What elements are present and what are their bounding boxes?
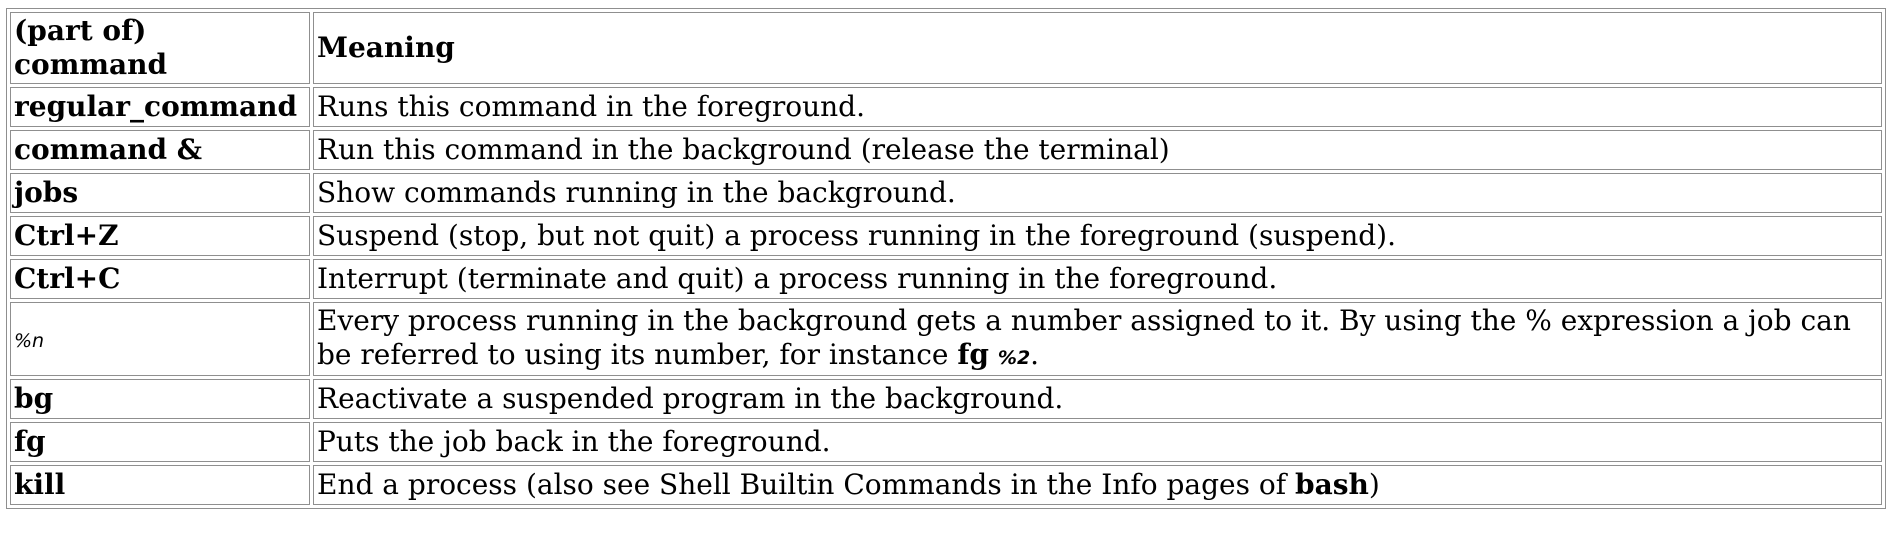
table-row: %n Every process running in the backgrou… (10, 302, 1882, 376)
meaning-cell: Puts the job back in the foreground. (313, 422, 1882, 462)
job-control-table-container: (part of) command Meaning regular_comman… (6, 8, 1886, 528)
table-header-row: (part of) command Meaning (10, 12, 1882, 84)
meaning-command-bold: bash (1294, 468, 1369, 501)
command-cell: kill (10, 465, 310, 505)
meaning-text: Every process running in the background … (317, 303, 1851, 371)
meaning-text-end: ) (1368, 468, 1380, 501)
command-cell: bg (10, 379, 310, 419)
table-row: regular_command Runs this command in the… (10, 87, 1882, 127)
meaning-job-reference: %2 (997, 346, 1031, 369)
meaning-cell: Runs this command in the foreground. (313, 87, 1882, 127)
command-cell: Ctrl+Z (10, 216, 310, 256)
meaning-text-end: . (1030, 337, 1040, 371)
meaning-cell: Every process running in the background … (313, 302, 1882, 376)
table-row: fg Puts the job back in the foreground. (10, 422, 1882, 462)
header-command: (part of) command (10, 12, 310, 84)
meaning-cell: End a process (also see Shell Builtin Co… (313, 465, 1882, 505)
command-cell: %n (10, 302, 310, 376)
table-row: bg Reactivate a suspended program in the… (10, 379, 1882, 419)
meaning-text: End a process (also see Shell Builtin Co… (317, 468, 1295, 501)
meaning-command-bold: fg (957, 337, 989, 371)
job-control-table: (part of) command Meaning regular_comman… (6, 8, 1886, 509)
command-cell: fg (10, 422, 310, 462)
meaning-cell: Interrupt (terminate and quit) a process… (313, 259, 1882, 299)
meaning-cell: Reactivate a suspended program in the ba… (313, 379, 1882, 419)
command-cell: Ctrl+C (10, 259, 310, 299)
table-row: kill End a process (also see Shell Built… (10, 465, 1882, 505)
table-row: command & Run this command in the backgr… (10, 130, 1882, 170)
meaning-cell: Suspend (stop, but not quit) a process r… (313, 216, 1882, 256)
meaning-cell: Show commands running in the background. (313, 173, 1882, 213)
command-cell: jobs (10, 173, 310, 213)
command-cell: command & (10, 130, 310, 170)
table-row: jobs Show commands running in the backgr… (10, 173, 1882, 213)
meaning-cell: Run this command in the background (rele… (313, 130, 1882, 170)
command-cell: regular_command (10, 87, 310, 127)
job-number-placeholder: %n (14, 329, 45, 352)
table-row: Ctrl+Z Suspend (stop, but not quit) a pr… (10, 216, 1882, 256)
header-meaning: Meaning (313, 12, 1882, 84)
table-row: Ctrl+C Interrupt (terminate and quit) a … (10, 259, 1882, 299)
